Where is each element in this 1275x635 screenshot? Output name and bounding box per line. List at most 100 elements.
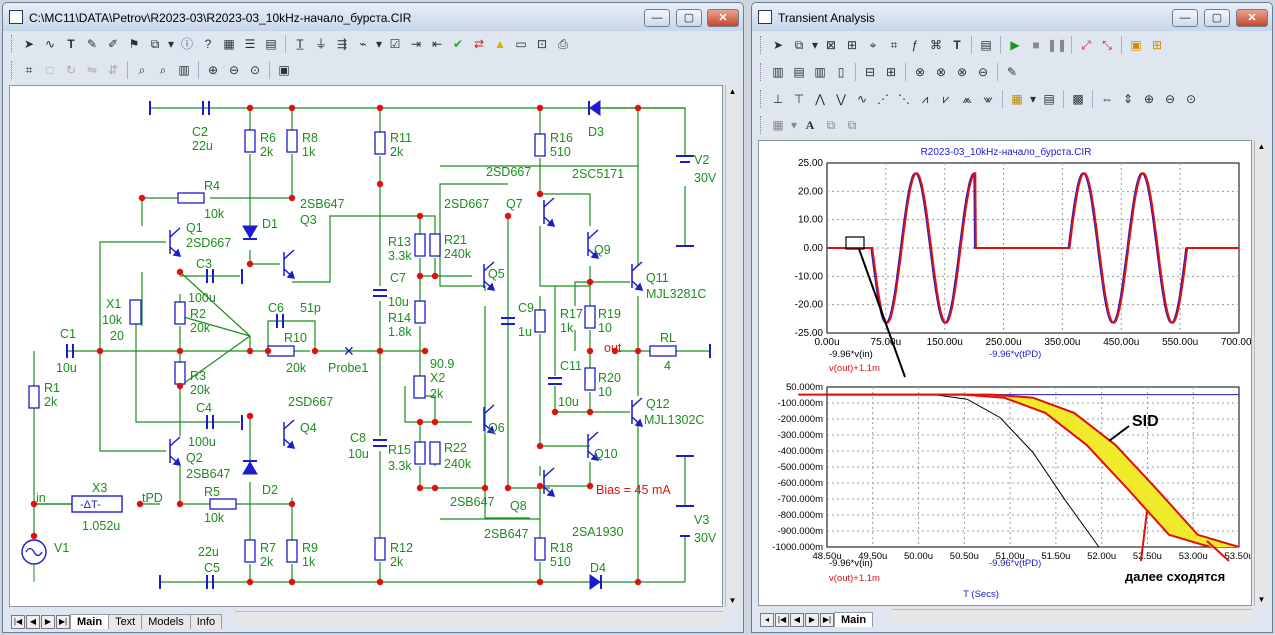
box-icon[interactable]: □ [46,63,54,77]
run-icon[interactable]: ▶ [1010,38,1020,52]
layout-2-icon[interactable]: ▤ [793,65,805,79]
resistor-symbol[interactable] [28,385,40,409]
diode-d1-symbol[interactable] [242,225,258,239]
wire-mode-icon[interactable]: ∿ [44,37,56,51]
resistor-symbol[interactable] [534,133,546,157]
zoom-window-icon[interactable]: ⊡ [536,37,548,51]
resistor-symbol[interactable] [414,300,426,324]
scroll-down-icon[interactable]: ▼ [728,596,737,605]
last-page-icon[interactable]: ▶| [56,615,70,629]
dropdown-arrow-icon[interactable]: ▾ [1029,92,1037,106]
calendar-icon[interactable]: ▩ [1072,92,1084,106]
info-icon[interactable]: ⓘ [180,37,193,51]
global-high-icon[interactable]: ⩘ [921,92,929,106]
check-icon[interactable]: ✔ [452,37,464,51]
page-icon[interactable]: ▭ [515,37,527,51]
resistor-symbol[interactable] [374,131,386,155]
resistor-symbol[interactable] [267,345,295,357]
resistor-symbol[interactable] [534,309,546,333]
node-voltages-icon[interactable]: ⏚ [314,37,327,51]
tab-info[interactable]: Info [189,614,223,629]
resistor-symbol[interactable] [174,301,186,325]
text-mode-icon[interactable]: T [67,37,75,51]
inflection-icon[interactable]: ∿ [856,92,868,106]
pin-icon[interactable]: ⇥ [410,37,422,51]
grid-icon[interactable]: ▦ [223,37,235,51]
layout-3-icon[interactable]: ▥ [814,65,826,79]
list-icon[interactable]: ☰ [244,37,256,51]
v-line-icon[interactable]: ⊞ [885,65,897,79]
node-numbers-icon[interactable]: T̲ [296,37,304,51]
prev-page-icon[interactable]: ◀ [26,615,40,629]
bottom-icon[interactable]: ⩕ [962,92,972,106]
label-icon[interactable]: ⌘ [930,38,942,52]
component-icon[interactable]: ⧉ [794,38,804,52]
minimize-button[interactable]: — [1172,9,1198,27]
edit-icon[interactable]: ✎ [1006,65,1018,79]
rotate-icon[interactable]: ↻ [65,63,77,77]
tab-models[interactable]: Models [141,614,191,629]
low-icon[interactable]: ⋁ [836,92,846,106]
resistor-symbol[interactable] [374,537,386,561]
first-page-icon[interactable]: |◀ [11,615,25,629]
zoom-in-icon[interactable]: ⊕ [1143,92,1155,106]
scroll-up-icon[interactable]: ▲ [1257,142,1266,151]
flag-icon[interactable]: ⚑ [128,37,140,51]
resistor-symbol[interactable] [244,539,256,563]
layout-1-icon[interactable]: ▥ [772,65,784,79]
maximize-button[interactable]: ▢ [1204,9,1230,27]
cursor-icon[interactable]: ⌖ [869,38,877,52]
resistor-symbol[interactable] [177,192,205,204]
zoom-4-icon[interactable]: ⊖ [977,65,989,79]
bus-icon[interactable]: ⇤ [431,37,443,51]
peak-icon[interactable]: ⊥ [772,92,784,106]
brush-icon[interactable]: ✐ [107,37,119,51]
flip-icon[interactable]: ⇵ [107,63,119,77]
resistor-symbol[interactable] [286,129,298,153]
zoom-1-icon[interactable]: ⊗ [914,65,926,79]
tab-main[interactable]: Main [70,614,110,629]
font-icon[interactable]: A [805,118,815,132]
resistor-symbol[interactable] [429,233,441,257]
tab-text[interactable]: Text [108,614,143,629]
prev-page-icon[interactable]: ◀ [790,613,804,627]
scale-x-icon[interactable]: ⊞ [846,38,858,52]
checkbox-icon[interactable]: ☑ [389,37,401,51]
align-icon[interactable]: ⌗ [25,63,33,77]
resistor-symbol[interactable] [244,129,256,153]
minimize-button[interactable]: — [644,9,670,27]
grid-toggle-icon[interactable]: ▦ [772,118,784,132]
tab-main[interactable]: Main [834,612,874,627]
resistor-symbol[interactable] [534,537,546,561]
first-page-icon[interactable]: |◀ [775,613,789,627]
valley-icon[interactable]: ⊤ [793,92,805,106]
zoom-fit-icon[interactable]: ⊙ [249,63,261,77]
power-icon[interactable]: ⌁ [359,37,367,51]
resistor-symbol[interactable] [584,367,596,391]
frame-icon[interactable]: ▣ [1130,38,1142,52]
select-mode-icon[interactable]: ➤ [772,38,784,52]
select-mode-icon[interactable]: ➤ [23,37,35,51]
slope-icon[interactable]: ⋰ [877,92,889,106]
find-next-icon[interactable]: ⌕ [159,63,167,77]
find-icon[interactable]: ⌕ [138,63,146,77]
copy-icon[interactable]: ⧉ [826,118,836,132]
dropdown-arrow-icon[interactable]: ▾ [375,37,383,51]
maximize-button[interactable]: ▢ [676,9,702,27]
last-page-icon[interactable]: ▶| [820,613,834,627]
fit-y-icon[interactable]: ⇕ [1122,92,1134,106]
component-icon[interactable]: ⧉ [150,37,160,51]
global-low-icon[interactable]: ⩗ [942,92,950,106]
scroll-left-icon[interactable]: ◂ [760,613,774,627]
plot-vertical-scrollbar[interactable]: ▲ ▼ [1254,140,1268,606]
formula-icon[interactable]: ƒ [911,38,919,52]
diode-d3-symbol[interactable] [589,100,601,116]
resistor-symbol[interactable] [174,361,186,385]
next-page-icon[interactable]: ▶ [805,613,819,627]
resistor-symbol[interactable] [414,233,426,257]
page-setup-icon[interactable]: ▥ [178,63,190,77]
scale-icon[interactable]: ⊠ [825,38,837,52]
trend-alt-icon[interactable]: ⤡ [1102,38,1112,52]
